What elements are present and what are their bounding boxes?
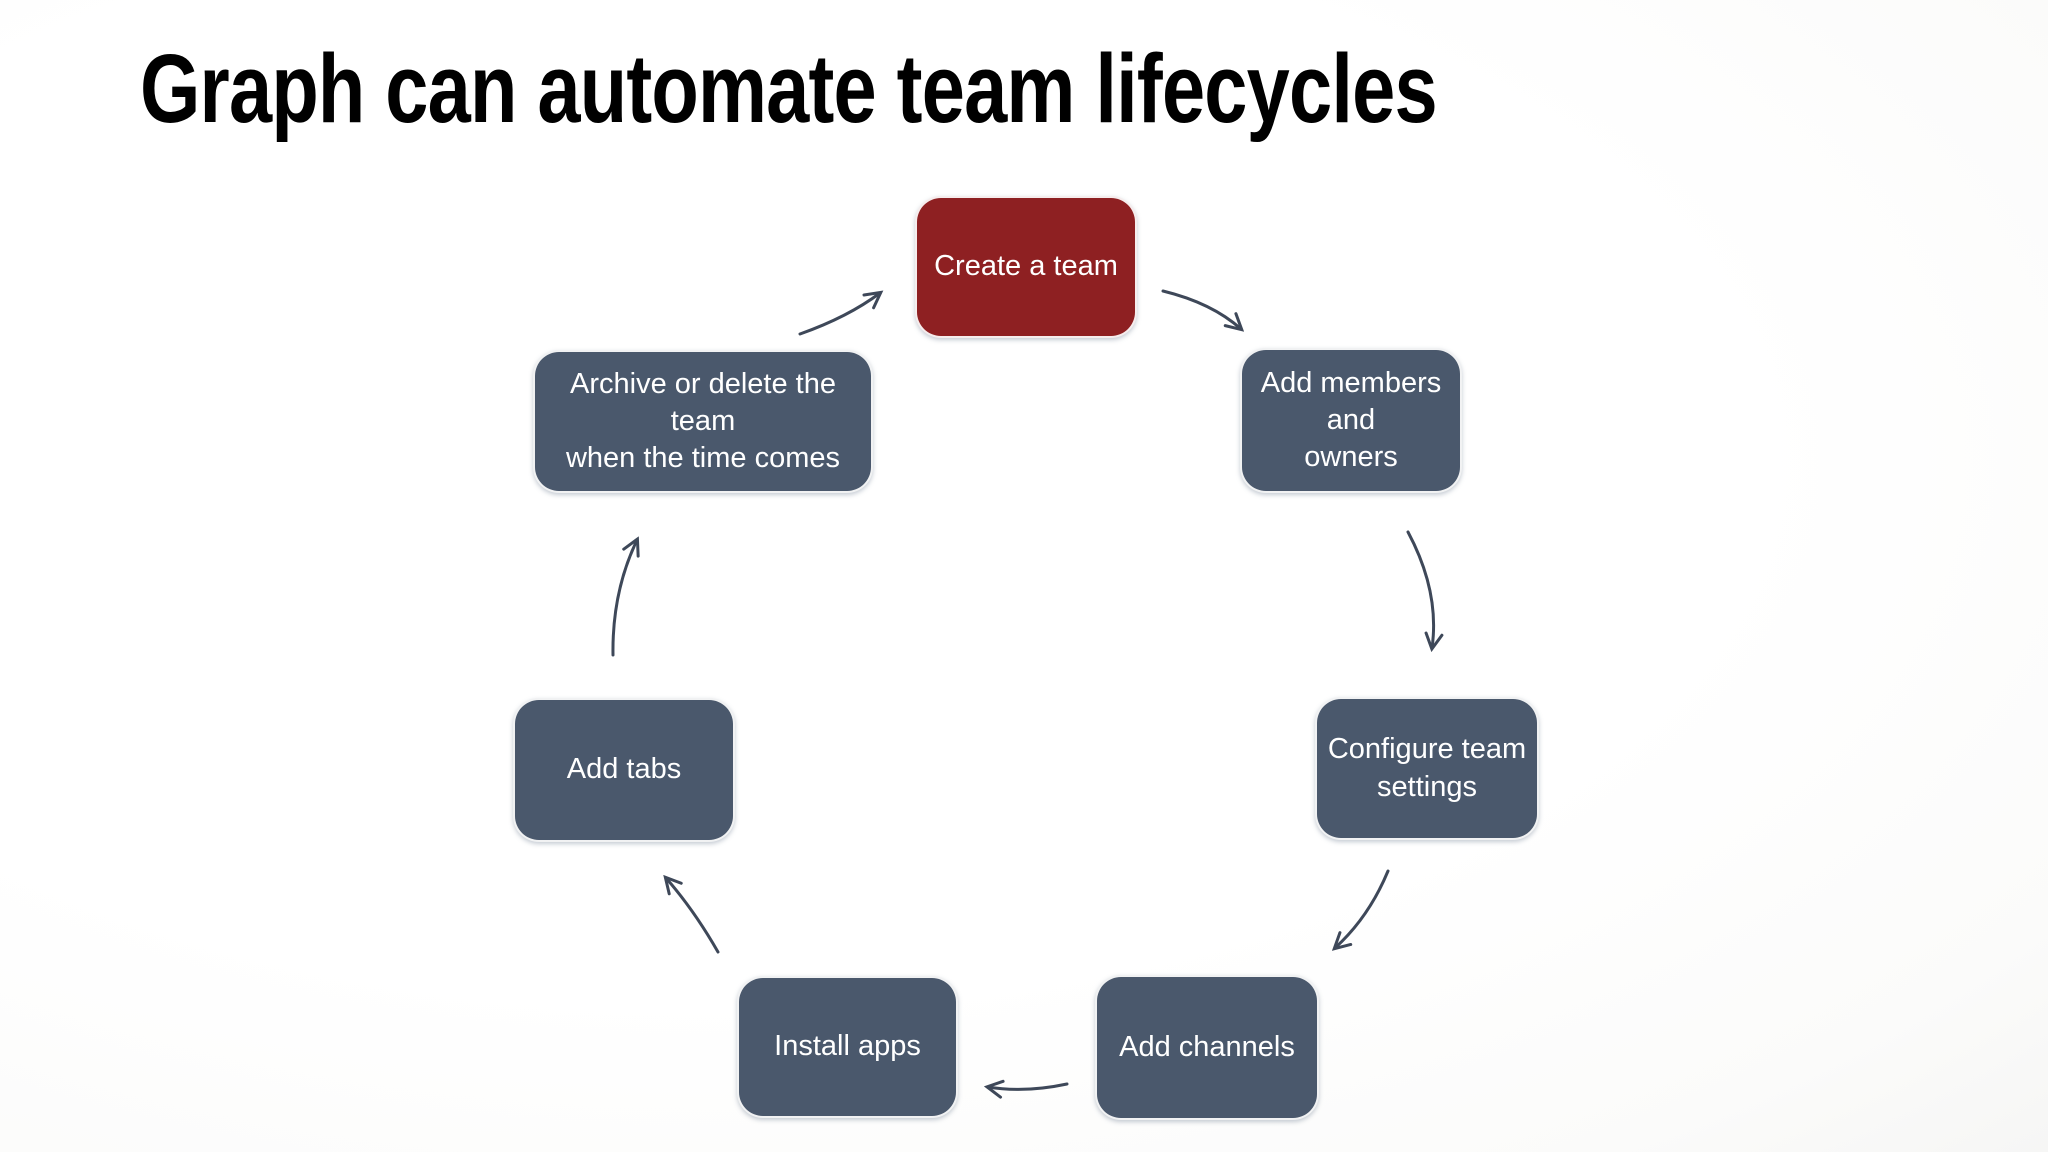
node-install-apps: Install apps (737, 976, 958, 1118)
node-label: Add channels (1119, 1030, 1295, 1063)
node-configure-team-settings: Configure team settings (1315, 697, 1539, 840)
node-create-team: Create a team (915, 196, 1137, 338)
node-add-members-and-owners: Add members and owners (1240, 348, 1462, 493)
arrow-configure-to-channels (1335, 869, 1390, 948)
node-add-tabs: Add tabs (513, 698, 735, 842)
arrow-tabs-to-archive (611, 540, 637, 657)
node-label: Archive or delete the team when the time… (565, 367, 840, 475)
node-label: Install apps (774, 1030, 921, 1063)
arrow-channels-to-install (988, 1084, 1069, 1089)
page-title: Graph can automate team lifecycles (140, 34, 1438, 143)
arrow-archive-to-create (798, 293, 880, 336)
node-add-channels: Add channels (1095, 975, 1319, 1120)
node-label: Configure team settings (1327, 733, 1527, 803)
arrow-create-to-members (1161, 289, 1241, 329)
arrow-members-to-configure (1406, 530, 1434, 648)
node-archive-or-delete-team: Archive or delete the team when the time… (533, 350, 873, 493)
node-label: Add members and owners (1260, 366, 1442, 474)
node-label: Add tabs (566, 753, 682, 786)
node-label: Create a team (934, 250, 1118, 283)
arrow-install-to-tabs (666, 878, 720, 954)
